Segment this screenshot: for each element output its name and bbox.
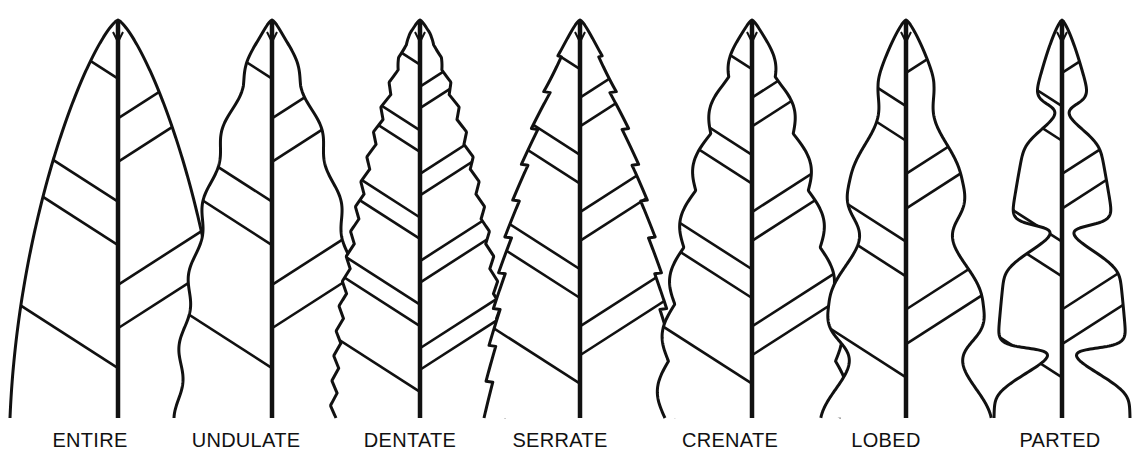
leaf-drawing <box>618 0 887 418</box>
leaf-drawing <box>786 0 1027 418</box>
margin-label: ENTIRE <box>52 428 127 452</box>
margin-label: DENTATE <box>364 428 456 452</box>
margin-label: LOBED <box>851 428 920 452</box>
leaf-drawing <box>967 12 1139 418</box>
margin-label: CRENATE <box>682 428 778 452</box>
margin-label: PARTED <box>1019 428 1100 452</box>
margin-label: SERRATE <box>512 428 607 452</box>
margin-label: UNDULATE <box>192 428 301 452</box>
